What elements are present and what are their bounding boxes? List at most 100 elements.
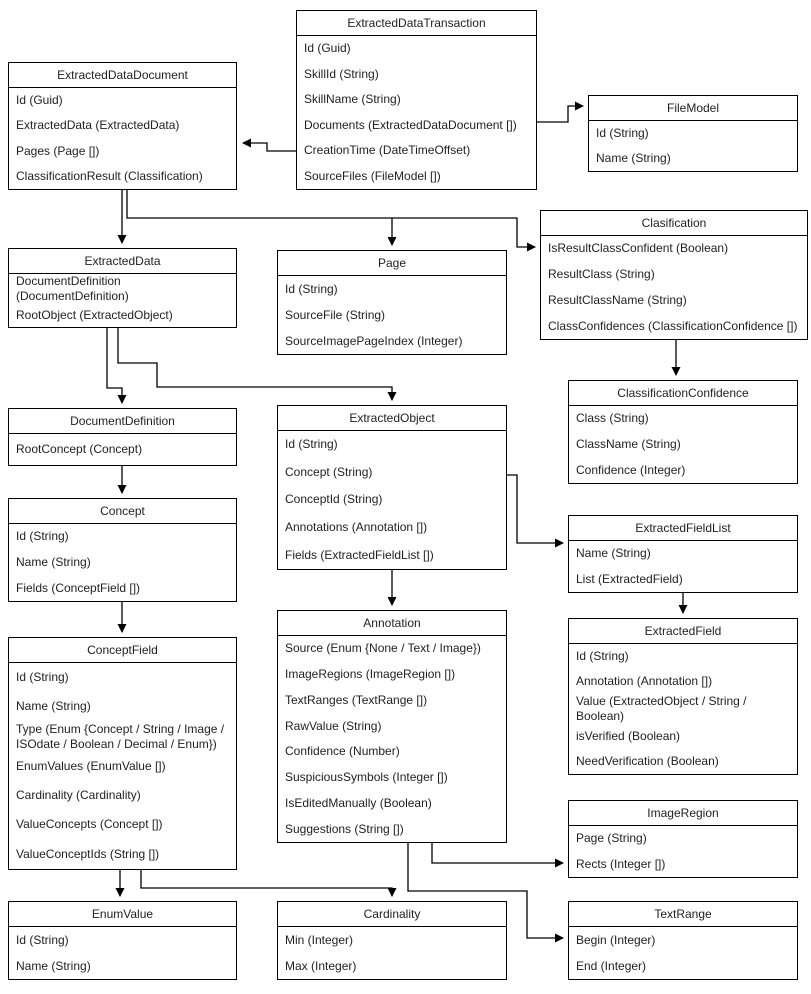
entity-field: List (ExtractedField) xyxy=(576,571,683,586)
entity-image-region[interactable]: ImageRegion Page (String) Rects (Integer… xyxy=(568,800,798,878)
entity-cardinality[interactable]: Cardinality Min (Integer) Max (Integer) xyxy=(277,901,507,980)
entity-classification-confidence[interactable]: ClassificationConfidence Class (String) … xyxy=(568,380,798,484)
entity-field: Source (Enum {None / Text / Image}) xyxy=(285,641,481,656)
entity-field: Pages (Page []) xyxy=(16,143,100,158)
edge-conceptfield-cardinality xyxy=(140,870,397,897)
entity-enum-value[interactable]: EnumValue Id (String) Name (String) xyxy=(8,901,237,980)
edge-extractedobject-fieldlist xyxy=(507,474,564,548)
entity-title: ExtractedDataTransaction xyxy=(297,11,536,36)
entity-field: Type (Enum {Concept / String / Image / I… xyxy=(16,721,225,751)
entity-title: ImageRegion xyxy=(569,801,797,826)
edge-transaction-filemodel xyxy=(537,101,584,123)
entity-field: Id (String) xyxy=(16,670,69,685)
entity-extracted-data[interactable]: ExtractedData DocumentDefinition (Docume… xyxy=(8,248,237,328)
entity-field-list: Name (String) List (ExtractedField) xyxy=(569,541,797,592)
entity-field: Fields (ConceptField []) xyxy=(16,580,141,595)
entity-field-list: Id (String) Name (String) Fields (Concep… xyxy=(9,524,236,601)
entity-page[interactable]: Page Id (String) SourceFile (String) Sou… xyxy=(277,250,507,355)
entity-annotation[interactable]: Annotation Source (Enum {None / Text / I… xyxy=(277,610,507,843)
entity-field: ClassName (String) xyxy=(576,437,681,451)
entity-extracted-data-transaction[interactable]: ExtractedDataTransaction Id (Guid) Skill… xyxy=(296,10,537,190)
entity-title: Clasification xyxy=(541,211,807,236)
entity-field-list: Id (String) Name (String) xyxy=(9,927,236,979)
entity-field: Fields (ExtractedFieldList []) xyxy=(285,547,434,562)
entity-field: Id (String) xyxy=(16,932,69,947)
entity-concept[interactable]: Concept Id (String) Name (String) Fields… xyxy=(8,498,237,602)
entity-field: DocumentDefinition (DocumentDefinition) xyxy=(16,274,129,303)
entity-field-list: Id (String) SourceFile (String) SourceIm… xyxy=(278,276,506,354)
entity-field: End (Integer) xyxy=(576,958,647,973)
entity-field: Value (ExtractedObject / String / Boolea… xyxy=(576,694,747,723)
entity-extracted-field[interactable]: ExtractedField Id (String) Annotation (A… xyxy=(568,618,798,775)
entity-title: ExtractedObject xyxy=(278,406,506,431)
entity-field: NeedVerification (Boolean) xyxy=(576,754,719,768)
entity-field-list: Min (Integer) Max (Integer) xyxy=(278,927,506,979)
entity-title: ExtractedField xyxy=(569,619,797,644)
entity-field: Confidence (Integer) xyxy=(576,462,686,477)
entity-field: SourceFiles (FileModel []) xyxy=(304,168,441,183)
entity-field: SkillName (String) xyxy=(304,92,401,107)
entity-field: SuspiciousSymbols (Integer []) xyxy=(285,770,448,785)
entity-field-list: Source (Enum {None / Text / Image}) Imag… xyxy=(278,636,506,842)
entity-field: Rects (Integer []) xyxy=(576,856,666,871)
entity-document-definition[interactable]: DocumentDefinition RootConcept (Concept) xyxy=(8,408,237,466)
entity-extracted-object[interactable]: ExtractedObject Id (String) Concept (Str… xyxy=(277,405,507,570)
entity-field: EnumValues (EnumValue []) xyxy=(16,758,166,773)
edge-document-branch xyxy=(126,190,536,252)
entity-field: ExtractedData (ExtractedData) xyxy=(16,118,180,133)
entity-field: ConceptId (String) xyxy=(285,492,383,507)
entity-extracted-field-list[interactable]: ExtractedFieldList Name (String) List (E… xyxy=(568,515,798,593)
entity-field-list: Id (Guid) SkillId (String) SkillName (St… xyxy=(297,36,536,189)
edge-extracteddata-extractedobject xyxy=(117,328,397,401)
entity-field-list: IsResultClassConfident (Boolean) ResultC… xyxy=(541,236,807,339)
entity-title: ExtractedData xyxy=(9,249,236,274)
entity-field: ClassificationResult (Classification) xyxy=(16,168,203,183)
entity-extracted-data-document[interactable]: ExtractedDataDocument Id (Guid) Extracte… xyxy=(8,62,237,190)
entity-field: Concept (String) xyxy=(285,464,373,479)
entity-field: SourceImagePageIndex (Integer) xyxy=(285,333,463,348)
entity-field: isVerified (Boolean) xyxy=(576,729,681,743)
entity-title: ExtractedFieldList xyxy=(569,516,797,541)
edge-annotation-imageregion xyxy=(431,843,564,868)
entity-field: SkillId (String) xyxy=(304,66,379,81)
entity-field: Name (String) xyxy=(16,958,91,973)
entity-field: Id (String) xyxy=(285,437,338,452)
entity-field: ClassConfidences (ClassificationConfiden… xyxy=(548,318,798,333)
entity-file-model[interactable]: FileModel Id (String) Name (String) xyxy=(588,95,798,172)
entity-field: Cardinality (Cardinality) xyxy=(16,788,141,803)
entity-field: IsResultClassConfident (Boolean) xyxy=(548,241,729,256)
entity-field: Name (String) xyxy=(576,546,651,561)
entity-field: TextRanges (TextRange []) xyxy=(285,692,428,707)
entity-field: Name (String) xyxy=(16,699,91,714)
entity-field: Id (String) xyxy=(16,529,69,544)
entity-field: CreationTime (DateTimeOffset) xyxy=(304,143,471,158)
entity-field: ValueConceptIds (String []) xyxy=(16,846,160,861)
edge-annotation-textrange xyxy=(407,843,564,943)
entity-clasification[interactable]: Clasification IsResultClassConfident (Bo… xyxy=(540,210,808,340)
edge-extracteddata-documentdefinition xyxy=(106,328,127,404)
entity-field-list: Begin (Integer) End (Integer) xyxy=(569,927,797,979)
entity-title: EnumValue xyxy=(9,902,236,927)
entity-field: Documents (ExtractedDataDocument []) xyxy=(304,117,517,132)
entity-field: Max (Integer) xyxy=(285,958,357,973)
entity-field-list: Id (String) Name (String) Type (Enum {Co… xyxy=(9,663,236,869)
entity-field: Min (Integer) xyxy=(285,932,354,947)
entity-field: ValueConcepts (Concept []) xyxy=(16,817,163,832)
entity-title: Annotation xyxy=(278,611,506,636)
entity-field: ResultClass (String) xyxy=(548,267,655,282)
entity-text-range[interactable]: TextRange Begin (Integer) End (Integer) xyxy=(568,901,798,980)
entity-field-list: Page (String) Rects (Integer []) xyxy=(569,826,797,877)
entity-field: ImageRegions (ImageRegion []) xyxy=(285,667,456,682)
entity-field: RootObject (ExtractedObject) xyxy=(16,308,173,322)
entity-concept-field[interactable]: ConceptField Id (String) Name (String) T… xyxy=(8,637,237,870)
entity-field: SourceFile (String) xyxy=(285,307,386,322)
entity-field: Begin (Integer) xyxy=(576,932,656,947)
entity-field: Page (String) xyxy=(576,831,647,846)
entity-title: DocumentDefinition xyxy=(9,409,236,434)
entity-field: Id (String) xyxy=(596,126,649,140)
entity-field-list: Id (Guid) ExtractedData (ExtractedData) … xyxy=(9,88,236,189)
entity-title: ConceptField xyxy=(9,638,236,663)
entity-title: Concept xyxy=(9,499,236,524)
entity-field-list: DocumentDefinition (DocumentDefinition) … xyxy=(9,274,236,327)
